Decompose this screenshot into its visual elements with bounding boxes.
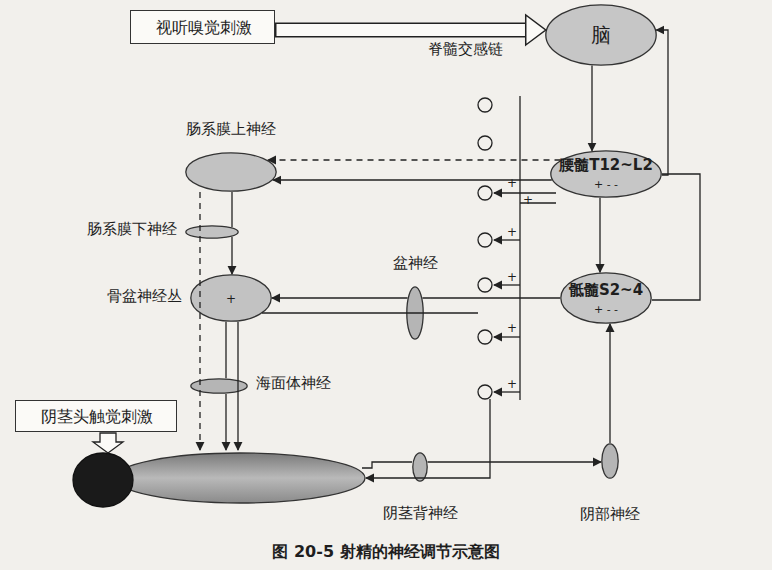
node-label: 盆神经: [380, 254, 450, 272]
chain-line: [519, 96, 520, 400]
stimulus-connector: [275, 23, 526, 38]
ellipse-outline: [601, 443, 619, 479]
ellipse-shape: [413, 453, 427, 481]
nerve-ellipse: 腰髓T12~L2 + - -: [550, 150, 662, 198]
nerve-line: [237, 322, 238, 450]
chain-arrow: [494, 391, 520, 392]
ellipse-outline: [406, 286, 424, 340]
ellipse-outline: [185, 225, 239, 239]
node-label: +: [224, 292, 238, 306]
nerve-ellipse: 脑: [545, 4, 657, 66]
connector-fill: [277, 24, 526, 36]
ganglion: [478, 278, 492, 292]
dashed-connector: [268, 159, 561, 160]
nerve-ellipse: 海面体神经: [190, 378, 248, 394]
ellipse-shape: [551, 151, 661, 197]
ellipse-shape: [191, 379, 247, 393]
ellipse-outline: [190, 378, 248, 394]
node-label: + - -: [550, 178, 662, 191]
node-label: 腰髓T12~L2: [550, 156, 662, 174]
sign-mark: +: [507, 270, 517, 284]
node-label: 阴部神经: [570, 505, 650, 523]
nerve-ellipse: 肠系膜上神经: [185, 152, 277, 192]
ellipse-shape: [407, 287, 423, 339]
chain-arrow: [494, 336, 520, 337]
nerve-connector: [225, 322, 226, 378]
stimulus-box: 阴茎头触觉刺激: [15, 400, 177, 432]
node-label: 视听嗅觉刺激: [131, 18, 276, 37]
nerve-ellipse: 骶髓S2~4 + - -: [560, 272, 652, 324]
nerve-line: [262, 312, 478, 313]
node-label: + - -: [560, 303, 652, 316]
node-label: 肠系膜上神经: [161, 120, 301, 138]
nerve-connector: [599, 198, 600, 272]
ganglion: [478, 98, 492, 112]
ganglion: [478, 186, 492, 200]
nerve-ellipse: 阴部神经: [601, 443, 619, 479]
sign-mark: +: [507, 321, 517, 335]
nerve-line: [362, 462, 412, 468]
node-label: 海面体神经: [256, 374, 356, 392]
ellipse-shape: [191, 275, 271, 321]
penis-shaft: [115, 453, 365, 503]
chain-line: [520, 202, 556, 203]
nerve-connector: [231, 237, 232, 274]
ellipse-outline: [412, 452, 428, 482]
nerve-connector: [272, 297, 408, 298]
ganglion: [478, 330, 492, 344]
node-label: 阴茎背神经: [370, 504, 470, 522]
nerve-connector: [591, 66, 592, 151]
sign-mark: +: [507, 377, 517, 391]
glans: [73, 453, 133, 507]
nerve-ellipse: 阴茎背神经: [412, 452, 428, 482]
ganglion: [478, 385, 492, 399]
sign-mark: +: [507, 225, 517, 239]
sign-mark: +: [523, 193, 533, 207]
chain-arrow: [494, 192, 556, 193]
stimulus-box: 视听嗅觉刺激: [130, 10, 275, 44]
nerve-ellipse: 盆神经: [406, 286, 424, 340]
dashed-nerve-line: [199, 192, 200, 450]
nerve-connector: [656, 30, 668, 175]
node-label: 骨盆神经丛: [78, 287, 182, 305]
ellipse-shape: [602, 444, 618, 478]
figure-caption: 图 20-5 射精的神经调节示意图: [0, 542, 772, 561]
nerve-connector: [609, 324, 610, 443]
chain-arrow: [494, 284, 520, 285]
nerve-connector: [652, 174, 700, 300]
nerve-ellipse: 骨盆神经丛+: [190, 274, 272, 322]
ganglion: [478, 136, 492, 150]
ganglion: [478, 233, 492, 247]
ellipse-outline: [185, 152, 277, 192]
node-label: 骶髓S2~4: [560, 281, 652, 299]
node-label: 脑: [545, 23, 657, 47]
nerve-ellipse: 肠系膜下神经: [185, 225, 239, 239]
nerve-connector: [231, 192, 232, 227]
nerve-line: [225, 394, 226, 450]
hollow-arrowhead: [526, 15, 546, 45]
ellipse-shape: [546, 5, 656, 65]
ellipse-shape: [561, 273, 651, 323]
nerve-connector: [428, 461, 601, 462]
nerve-connector: [422, 297, 560, 298]
node-label: 阴茎头触觉刺激: [16, 407, 178, 426]
chain-arrow: [494, 239, 520, 240]
ellipse-shape: [186, 153, 276, 191]
node-label: 肠系膜下神经: [55, 220, 177, 238]
nerve-connector: [273, 179, 552, 180]
chain-label: 脊髓交感链: [428, 40, 503, 58]
ellipse-shape: [186, 226, 238, 238]
stimulus-arrow: [93, 433, 123, 453]
sign-mark: +: [507, 176, 517, 190]
chain-line: [366, 399, 490, 478]
